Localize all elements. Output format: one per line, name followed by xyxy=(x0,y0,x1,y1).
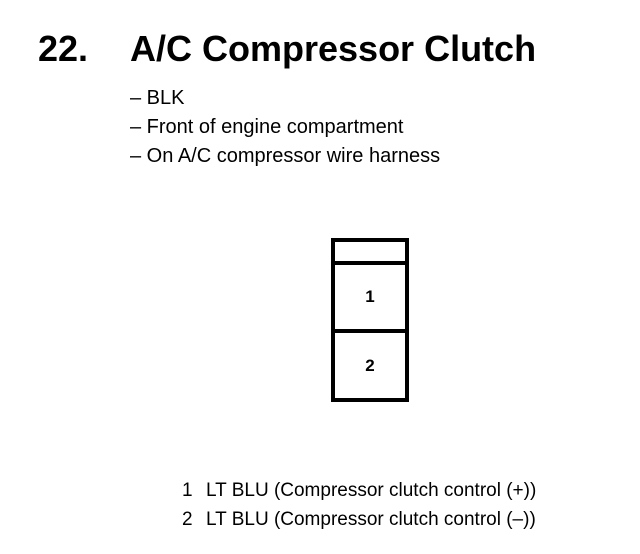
note-location: – Front of engine compartment xyxy=(130,116,404,138)
pin-1-label: 1 xyxy=(365,287,375,306)
note-color: – BLK xyxy=(130,87,185,109)
pin-legend: 1 LT BLU (Compressor clutch control (+))… xyxy=(182,476,536,534)
legend-pin-number: 1 xyxy=(182,480,193,501)
legend-pin-number: 2 xyxy=(182,509,193,530)
pin-2-label: 2 xyxy=(365,355,375,375)
section-number: 22. xyxy=(38,28,89,69)
connector-diagram: 1 2 xyxy=(331,238,409,402)
section-title: A/C Compressor Clutch xyxy=(130,28,537,69)
legend-pin-description: LT BLU (Compressor clutch control (+)) xyxy=(206,480,537,501)
connector-lock-tab xyxy=(335,242,405,265)
connector-notes: – BLK – Front of engine compartment – On… xyxy=(130,84,440,171)
legend-pin-description: LT BLU (Compressor clutch control (–)) xyxy=(206,509,536,530)
legend-row: 1 LT BLU (Compressor clutch control (+)) xyxy=(182,476,536,505)
note-harness: – On A/C compressor wire harness xyxy=(130,145,441,167)
connector-pin-1: 1 xyxy=(335,265,405,333)
legend-row: 2 LT BLU (Compressor clutch control (–)) xyxy=(182,505,536,534)
section-heading: 22. A/C Compressor Clutch xyxy=(38,28,536,70)
connector-pin-2: 2 xyxy=(335,333,405,398)
